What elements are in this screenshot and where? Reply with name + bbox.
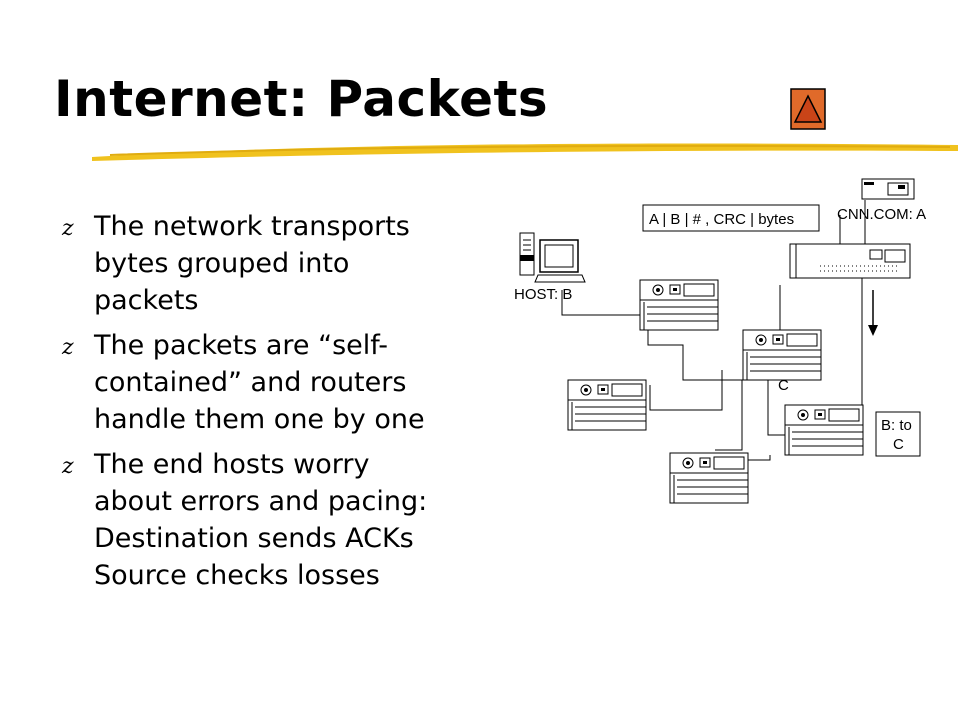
router (669, 452, 749, 504)
bullet-text: The packets are “self- contained” and ro… (94, 330, 425, 435)
router (567, 379, 647, 431)
slide-title: Internet: Packets (54, 70, 549, 128)
bullet-item: z The network transports bytes grouped i… (62, 208, 482, 319)
routing-note-line2: C (893, 436, 904, 453)
server-label: CNN.COM: A (837, 206, 926, 223)
bullet-item: z The end hosts worry about errors and p… (62, 446, 482, 594)
up-triangle-icon (793, 94, 823, 123)
nav-up-button[interactable] (790, 88, 826, 130)
switch-icon (789, 243, 911, 279)
z-bullet-icon: z (62, 335, 74, 360)
routing-note-box (875, 411, 921, 457)
down-arrow-icon (868, 290, 878, 336)
title-underline-swoosh (92, 143, 958, 161)
bullet-list: z The network transports bytes grouped i… (62, 208, 482, 602)
network-diagram: A | B | # , CRC | bytes HOST: B CNN.COM:… (514, 178, 926, 504)
server-icon (861, 178, 915, 200)
network-links (561, 200, 866, 461)
source-host-label: HOST: B (514, 286, 572, 303)
host-computer-icon (519, 232, 586, 283)
z-bullet-icon: z (62, 454, 74, 479)
bullet-text: The network transports bytes grouped int… (94, 211, 410, 316)
router-c (742, 329, 822, 381)
z-bullet-icon: z (62, 216, 74, 241)
bullet-item: z The packets are “self- contained” and … (62, 327, 482, 438)
router (639, 279, 719, 331)
bullet-text: The end hosts worry about errors and pac… (94, 449, 428, 591)
packet-format-label: A | B | # , CRC | bytes (649, 211, 794, 228)
routing-note-line1: B: to (881, 417, 912, 434)
packet-format-box (642, 204, 820, 232)
router (784, 404, 864, 456)
router-c-label: C (778, 377, 789, 394)
